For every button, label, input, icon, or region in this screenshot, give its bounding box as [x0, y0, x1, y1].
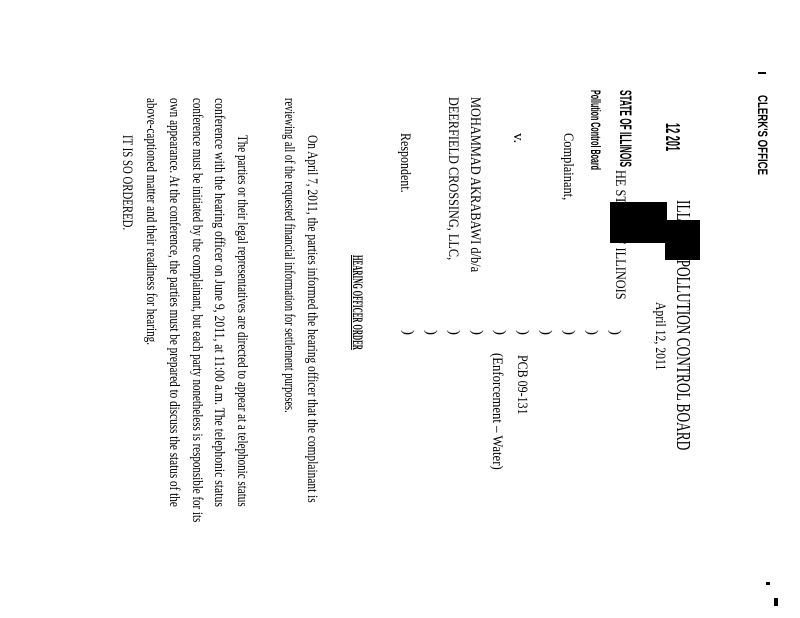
- caption-paren: ): [423, 330, 439, 335]
- respondent-name-line-1: MOHAMMAD AKRABAWI d/b/a: [467, 97, 483, 273]
- caption-paren: ): [538, 330, 554, 335]
- order-line: above-captioned matter and their readine…: [143, 98, 159, 346]
- caption-paren: ): [446, 330, 462, 335]
- scan-speck: [758, 72, 766, 74]
- order-line: On April 7, 2011, the parties informed t…: [304, 135, 320, 503]
- order-line: conference must be initiated by the comp…: [189, 98, 205, 523]
- scan-redaction-blot: [665, 220, 700, 260]
- scan-speck: [766, 582, 770, 585]
- stamp-state-of-illinois: STATE OF ILLINOIS: [616, 90, 635, 168]
- caption-paren: ): [515, 330, 531, 335]
- order-line: own appearance. At the conference, the p…: [166, 98, 182, 507]
- stamp-clerks-office: CLERK'S OFFICE: [755, 95, 771, 176]
- scan-redaction-blot: [610, 202, 667, 243]
- order-closing: IT IS SO ORDERED.: [119, 135, 135, 231]
- order-line: reviewing all of the requested financial…: [281, 98, 297, 413]
- respondent-name-line-2: DEERFIELD CROSSING, LLC,: [445, 97, 461, 261]
- order-date: April 12, 2011: [652, 302, 668, 371]
- scan-speck: [774, 598, 778, 606]
- order-line: The parties or their legal representativ…: [234, 135, 250, 507]
- caption-paren: ): [469, 330, 485, 335]
- caption-paren: ): [492, 330, 508, 335]
- stamp-date: 12 201: [661, 123, 683, 152]
- versus: v.: [510, 133, 526, 144]
- order-heading: HEARING OFFICER ORDER: [349, 255, 365, 350]
- case-number: PCB 09-131: [514, 355, 530, 415]
- case-type: (Enforcement – Water): [489, 353, 505, 470]
- order-line: conference with the hearing officer on J…: [211, 98, 227, 507]
- caption-paren: ): [400, 330, 416, 335]
- stamp-pollution-control-board: Pollution Control Board: [588, 90, 604, 170]
- caption-paren: ): [607, 330, 623, 335]
- complainant-role: Complainant,: [560, 133, 576, 201]
- caption-paren: ): [561, 330, 577, 335]
- caption-paren: ): [584, 330, 600, 335]
- respondent-role: Respondent.: [397, 133, 413, 193]
